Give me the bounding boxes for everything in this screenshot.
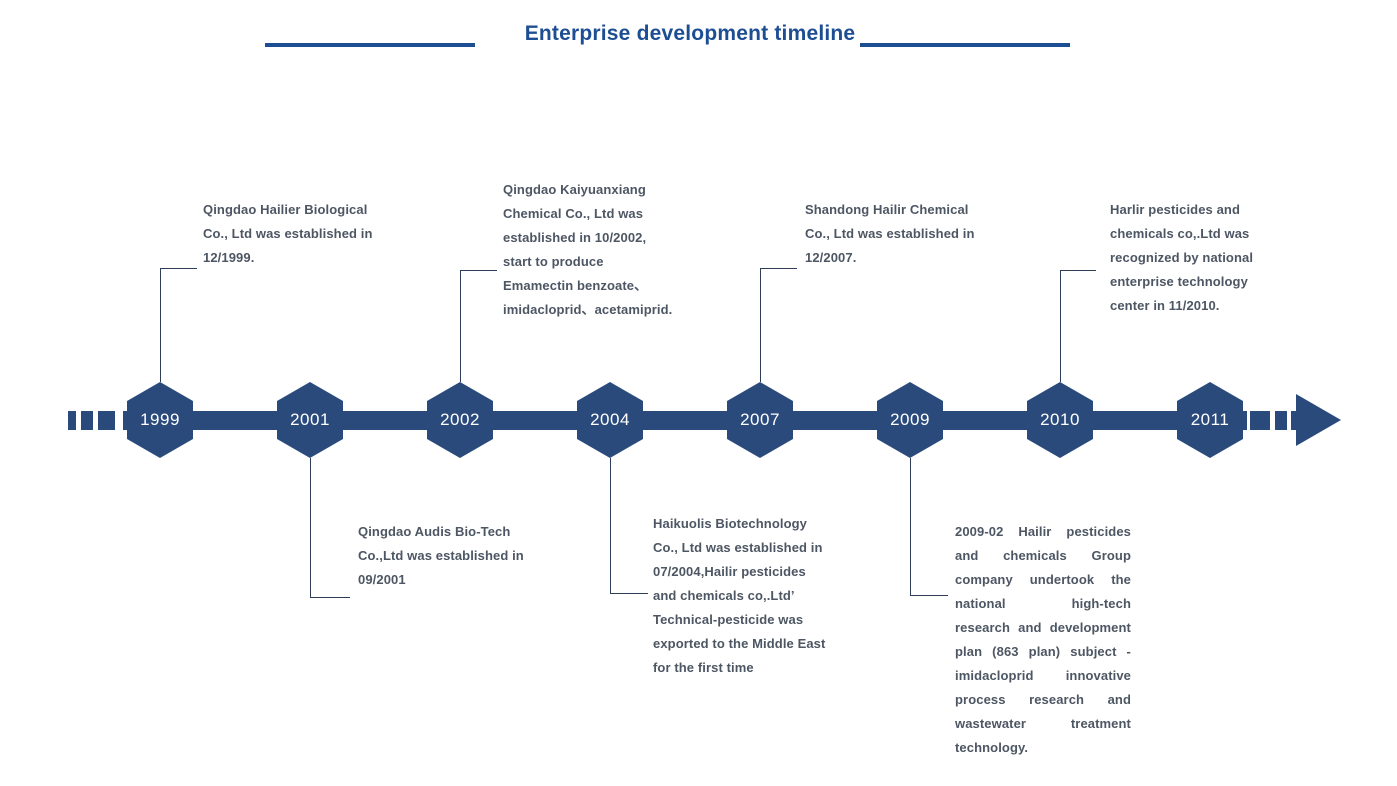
event-text-2009: 2009-02 Hailir pesticides and chemicals …	[955, 520, 1131, 760]
event-text-line: research and development	[955, 620, 1131, 635]
event-text-line: wastewater treatment	[955, 716, 1131, 731]
year-label: 2004	[590, 410, 630, 429]
event-text-line: 12/2007.	[805, 250, 857, 265]
timeline-node-1999: 1999	[127, 382, 193, 458]
timeline-dash-right-2	[1275, 411, 1287, 430]
event-text-line: Co., Ltd was established in	[805, 226, 975, 241]
event-text-line: process research and	[955, 692, 1131, 707]
event-text-line: technology.	[955, 740, 1029, 755]
timeline-node-2009: 2009	[877, 382, 943, 458]
connector-2002-horizontal	[460, 270, 497, 271]
timeline-dash-left-3	[98, 411, 115, 430]
connector-2007-vertical	[760, 268, 761, 382]
event-text-line: Shandong Hailir Chemical	[805, 202, 969, 217]
connector-2001-horizontal	[310, 597, 350, 598]
event-text-2007: Shandong Hailir Chemical Co., Ltd was es…	[805, 198, 975, 270]
event-text-line: 09/2001	[358, 572, 406, 587]
title-divider-left	[265, 43, 475, 47]
event-text-2002: Qingdao Kaiyuanxiang Chemical Co., Ltd w…	[503, 178, 672, 322]
timeline-dash-right-3	[1291, 411, 1298, 430]
event-text-line: imidacloprid、acetamiprid.	[503, 302, 673, 317]
timeline-dash-left-1	[68, 411, 76, 430]
connector-2009-vertical	[910, 458, 911, 595]
event-text-line: Co.,Ltd was established in	[358, 548, 524, 563]
timeline-node-2007: 2007	[727, 382, 793, 458]
year-label: 2010	[1040, 410, 1080, 429]
event-text-line: Co., Ltd was established in	[203, 226, 373, 241]
event-text-line: 2009-02 Hailir pesticides	[955, 524, 1131, 539]
event-text-line: Co., Ltd was established in	[653, 540, 823, 555]
title-divider-right	[860, 43, 1070, 47]
event-text-1999: Qingdao Hailier Biological Co., Ltd was …	[203, 198, 373, 270]
connector-2007-horizontal	[760, 268, 797, 269]
connector-1999-vertical	[160, 268, 161, 382]
event-text-line: start to produce	[503, 254, 604, 269]
event-text-line: 07/2004,Hailir pesticides	[653, 564, 806, 579]
timeline-arrow-icon	[1296, 394, 1341, 446]
event-text-2001: Qingdao Audis Bio-Tech Co.,Ltd was estab…	[358, 520, 524, 592]
connector-2004-horizontal	[610, 593, 648, 594]
timeline-node-2004: 2004	[577, 382, 643, 458]
event-text-line: plan (863 plan) subject -	[955, 644, 1131, 659]
year-label: 2007	[740, 410, 780, 429]
connector-2010-horizontal	[1060, 270, 1096, 271]
year-label: 2002	[440, 410, 480, 429]
connector-2004-vertical	[610, 458, 611, 593]
event-text-line: chemicals co,.Ltd was	[1110, 226, 1250, 241]
connector-2001-vertical	[310, 458, 311, 597]
event-text-line: Qingdao Hailier Biological	[203, 202, 368, 217]
event-text-2004: Haikuolis Biotechnology Co., Ltd was est…	[653, 512, 825, 680]
timeline-node-2001: 2001	[277, 382, 343, 458]
event-text-line: and chemicals co,.Ltd’	[653, 588, 795, 603]
event-text-line: Haikuolis Biotechnology	[653, 516, 807, 531]
connector-1999-horizontal	[160, 268, 197, 269]
event-text-line: Harlir pesticides and	[1110, 202, 1240, 217]
timeline-dash-right-1	[1250, 411, 1270, 430]
event-text-line: exported to the Middle East	[653, 636, 826, 651]
event-text-line: Emamectin benzoate、	[503, 278, 648, 293]
event-text-line: established in 10/2002,	[503, 230, 647, 245]
page-title: Enterprise development timeline	[524, 22, 856, 45]
event-text-line: Chemical Co., Ltd was	[503, 206, 644, 221]
event-text-line: 12/1999.	[203, 250, 255, 265]
connector-2002-vertical	[460, 270, 461, 382]
event-text-line: Technical-pesticide was	[653, 612, 804, 627]
event-text-line: national high-tech	[955, 596, 1131, 611]
event-text-line: and chemicals Group	[955, 548, 1131, 563]
event-text-line: company undertook the	[955, 572, 1131, 587]
event-text-line: Qingdao Kaiyuanxiang	[503, 182, 646, 197]
year-label: 2001	[290, 410, 330, 429]
year-label: 1999	[140, 410, 180, 429]
year-label: 2011	[1190, 410, 1230, 429]
event-text-line: center in 11/2010.	[1110, 298, 1220, 313]
connector-2010-vertical	[1060, 270, 1061, 382]
event-text-line: Qingdao Audis Bio-Tech	[358, 524, 511, 539]
timeline-node-2011: 2011	[1177, 382, 1243, 458]
event-text-line: enterprise technology	[1110, 274, 1248, 289]
timeline-node-2002: 2002	[427, 382, 493, 458]
timeline-node-2010: 2010	[1027, 382, 1093, 458]
timeline-bar	[123, 411, 1247, 430]
event-text-line: recognized by national	[1110, 250, 1254, 265]
connector-2009-horizontal	[910, 595, 948, 596]
timeline-dash-left-2	[81, 411, 93, 430]
event-text-line: for the first time	[653, 660, 754, 675]
event-text-2010: Harlir pesticides and chemicals co,.Ltd …	[1110, 198, 1253, 318]
year-label: 2009	[890, 410, 930, 429]
event-text-line: imidacloprid innovative	[955, 668, 1131, 683]
